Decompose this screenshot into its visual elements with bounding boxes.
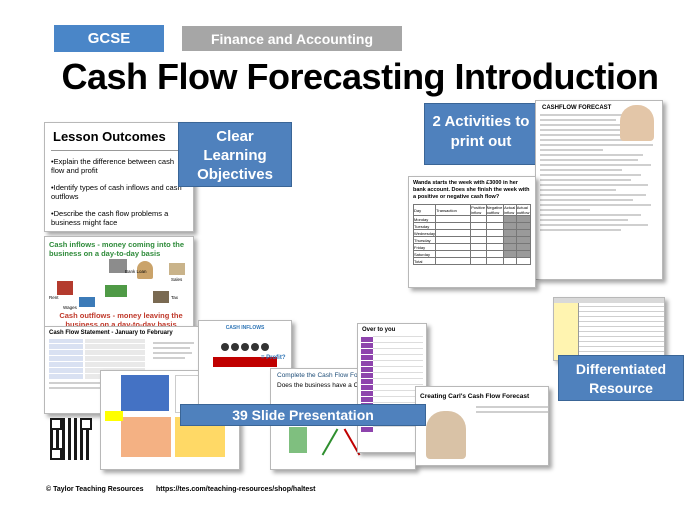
shop-url[interactable]: https://tes.com/teaching-resources/shop/… [156,486,316,493]
over-slide-title: Over to you [362,327,396,333]
outflows-heading: Cash outflows - money leaving the busine… [59,311,183,329]
worksheet-day: Thursday [412,236,437,244]
inflow-label: Bank Loan [125,269,147,274]
worksheet-day: Tuesday [412,222,437,230]
person-illustration [620,105,654,141]
presentation-callout: 39 Slide Presentation [180,404,426,426]
worksheet-header: Positive inflow [470,204,487,216]
worksheet-day: Total [412,257,437,265]
forecast-doc-title: CASHFLOW FORECAST [542,105,612,111]
worksheet-question: Wanda starts the week with £3000 in her … [413,180,530,200]
complete-slide-question: Does the business have a Cash flow? [277,382,386,389]
inflows-heading: Cash inflows - money coming into the bus… [49,240,185,258]
outcome-item: •Explain the difference between cash flo… [51,157,174,175]
outflow-label: Tax [171,295,179,300]
page-title: Cash Flow Forecasting Introduction [61,56,659,97]
bank-icon [109,259,127,273]
worksheet-day: Wednesday [412,229,437,237]
person-illustration [426,411,466,459]
rent-icon [57,281,73,295]
subject-tag: Finance and Accounting [182,26,402,51]
cash-inflows-label: CASH INFLOWS [225,325,265,331]
profit-label: = Profit? [261,355,286,361]
worksheet-day: Friday [412,243,437,251]
worksheet-header: Actual inflow [503,204,517,216]
lesson-outcomes-slide: Lesson Outcomes •Explain the difference … [44,122,194,232]
wanda-worksheet: Wanda starts the week with £3000 in her … [408,176,536,288]
worksheet-day: Monday [412,215,437,223]
copyright-text: © Taylor Teaching Resources [46,486,144,493]
carl-slide-title: Creating Carl's Cash Flow Forecast [420,393,530,400]
worksheet-header: Transaction [435,204,472,216]
gcse-tag: GCSE [54,25,164,52]
outcome-item: •Describe the cash flow problems a busin… [51,209,169,227]
outflow-label: Wages [63,305,77,310]
complete-slide-title: Complete the Cash Flow Forecast [277,372,376,379]
qr-code [50,418,92,460]
sales-icon [169,263,185,275]
differentiated-spreadsheet [553,297,665,361]
tax-icon [153,291,169,303]
cashflow-forecast-document: CASHFLOW FORECAST [535,100,663,280]
differentiated-callout: Differentiated Resource [558,355,684,401]
worksheet-day: Saturday [412,250,437,258]
outcome-item: •Identify types of cash inflows and cash… [51,183,182,201]
cash-icon [105,285,127,297]
lesson-outcomes-heading: Lesson Outcomes [53,129,166,144]
outflow-label: Rent [49,295,59,300]
clear-objectives-callout: Clear Learning Objectives [178,122,292,187]
worksheet-header: Actual outflow [515,204,532,216]
worksheet-header: Day [412,204,437,216]
wages-icon [79,297,95,307]
activities-callout: 2 Activities to print out [424,103,538,165]
statement-title: Cash Flow Statement - January to Februar… [49,330,173,336]
inflow-label: Sales [171,277,183,282]
person-icon [137,261,153,279]
cash-inflows-slide: Cash inflows - money coming into the bus… [44,236,194,332]
creating-carls-slide: Creating Carl's Cash Flow Forecast [415,386,549,466]
worksheet-header: Negative outflow [485,204,505,216]
